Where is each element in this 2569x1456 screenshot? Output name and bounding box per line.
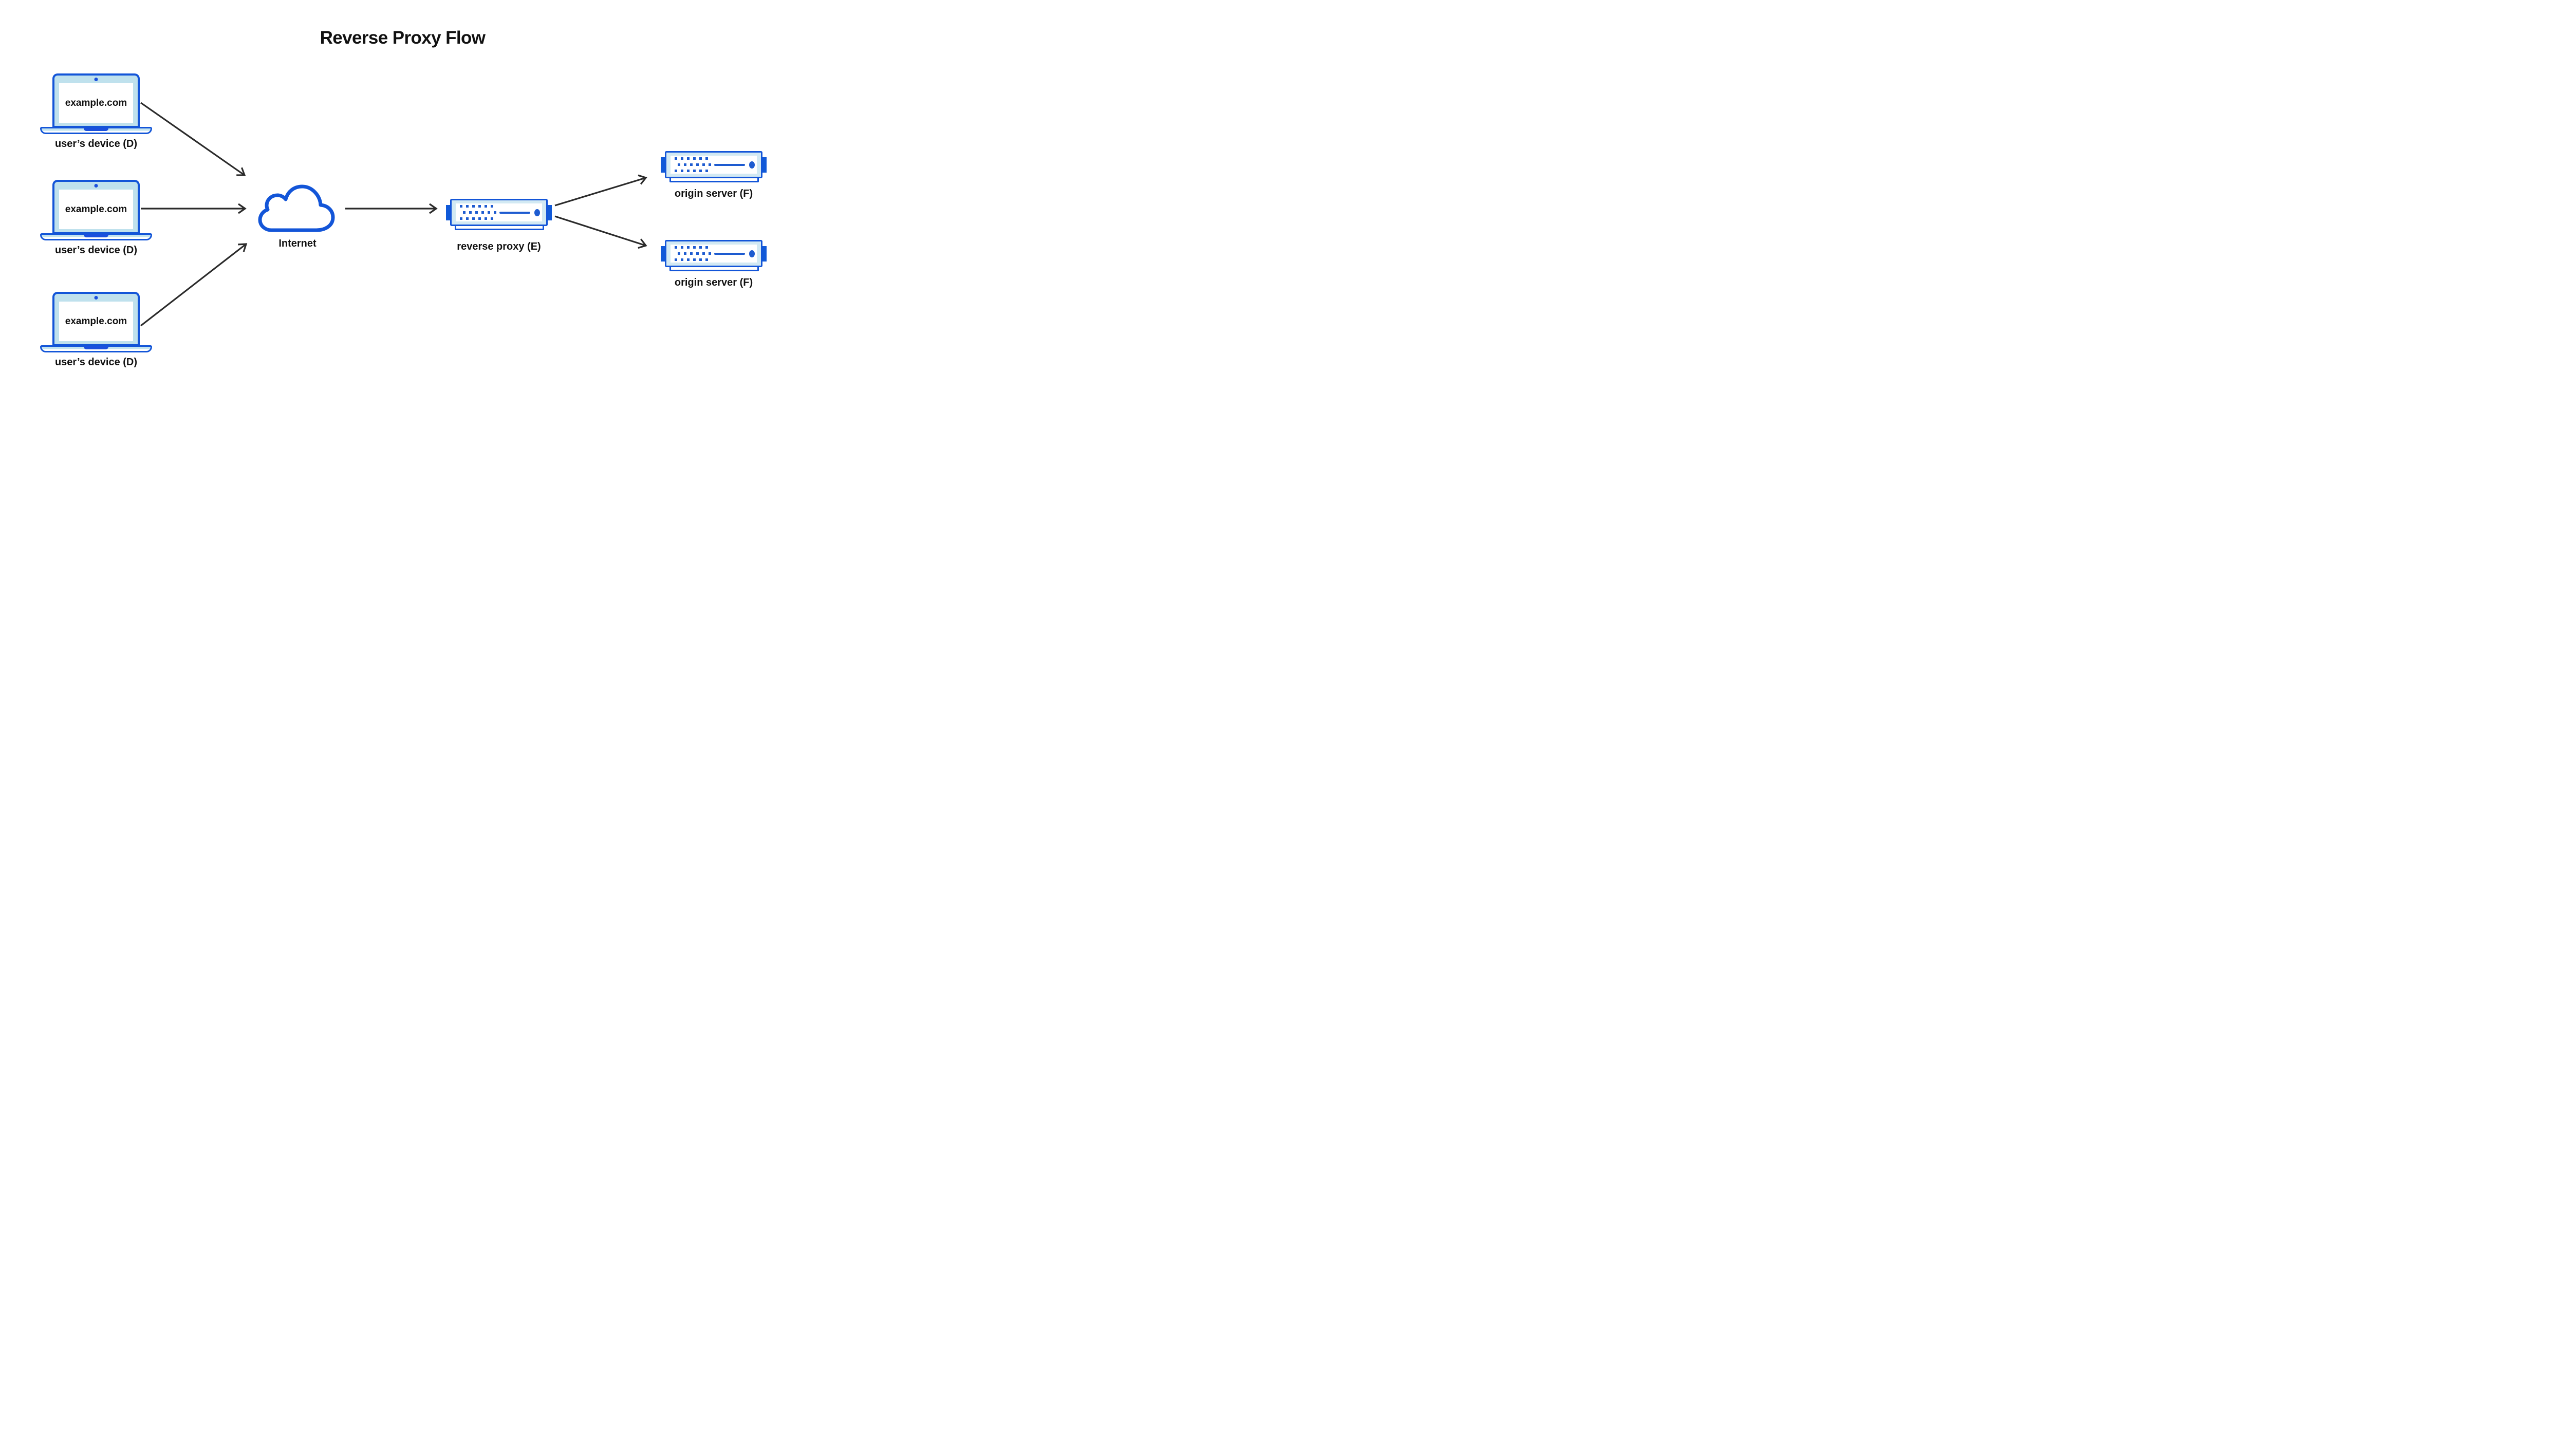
arrow-device3-to-internet <box>140 243 248 327</box>
laptop-base-notch <box>84 346 108 349</box>
server-chassis <box>665 151 762 178</box>
laptop-screen: example.com <box>52 292 140 346</box>
server-vents-icon <box>675 157 711 172</box>
laptop-screen-content: example.com <box>59 190 133 229</box>
laptop-screen-content: example.com <box>59 302 133 341</box>
laptop-base <box>40 345 152 352</box>
power-led-icon <box>749 250 755 257</box>
server-slot-line-icon <box>499 211 530 214</box>
cloud-icon <box>258 184 335 232</box>
arrow-device1-to-internet <box>140 102 246 176</box>
server-front-panel <box>456 203 542 221</box>
origin-server-1: origin server (F) <box>661 151 767 199</box>
laptop-screen: example.com <box>52 180 140 234</box>
laptop-base-notch <box>84 128 108 131</box>
camera-dot-icon <box>94 78 98 81</box>
screen-url-text: example.com <box>65 97 127 108</box>
diagram-canvas: Reverse Proxy Flow example.com user’s de… <box>0 0 805 402</box>
reverse-proxy-node: reverse proxy (E) <box>446 199 552 252</box>
server-vents-icon <box>675 246 711 261</box>
device-label: user’s device (D) <box>54 138 138 150</box>
arrow-proxy-to-origin2 <box>554 215 647 249</box>
device-label: user’s device (D) <box>54 245 138 256</box>
screen-url-text: example.com <box>65 315 127 327</box>
origin-server-label: origin server (F) <box>674 188 753 199</box>
screen-url-text: example.com <box>65 203 127 215</box>
user-device-3: example.com user’s device (D) <box>40 292 152 368</box>
laptop-base <box>40 127 152 134</box>
user-device-2: example.com user’s device (D) <box>40 180 152 256</box>
origin-server-2: origin server (F) <box>661 240 767 288</box>
server-slot-line-icon <box>714 252 745 255</box>
arrow-proxy-to-origin1 <box>554 174 647 207</box>
laptop-base-notch <box>84 234 108 237</box>
server-slot-line-icon <box>714 163 745 166</box>
server-front-panel <box>671 245 757 263</box>
server-chassis <box>450 199 548 226</box>
origin-server-label: origin server (F) <box>674 277 753 288</box>
user-device-1: example.com user’s device (D) <box>40 73 152 150</box>
reverse-proxy-label: reverse proxy (E) <box>457 241 541 252</box>
camera-dot-icon <box>94 184 98 188</box>
power-led-icon <box>749 161 755 169</box>
device-label: user’s device (D) <box>54 357 138 368</box>
power-led-icon <box>534 209 540 216</box>
internet-label: Internet <box>278 238 317 249</box>
server-front-panel <box>671 156 757 174</box>
laptop-screen-content: example.com <box>59 83 133 123</box>
laptop-base <box>40 233 152 240</box>
server-chassis <box>665 240 762 267</box>
camera-dot-icon <box>94 296 98 300</box>
diagram-title: Reverse Proxy Flow <box>320 28 486 48</box>
laptop-screen: example.com <box>52 73 140 128</box>
internet-node: Internet <box>258 182 337 250</box>
server-vents-icon <box>460 205 496 220</box>
